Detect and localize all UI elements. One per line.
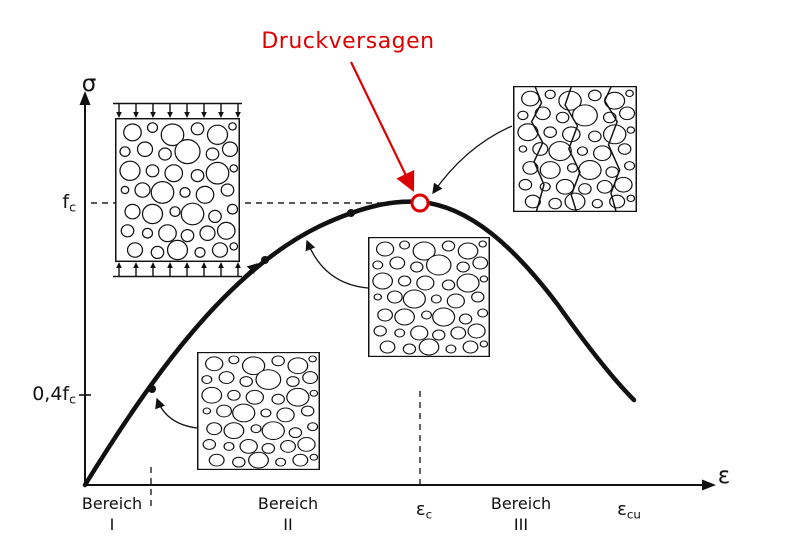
dashed-guides bbox=[91, 202, 421, 507]
region-1-name: Bereich bbox=[81, 494, 143, 513]
y-axis-label: σ bbox=[81, 71, 97, 97]
region-2-numeral: II bbox=[283, 514, 293, 534]
region-label-2: Bereich II bbox=[258, 494, 318, 536]
curve-dot-region1 bbox=[148, 385, 156, 393]
open-circle-failure-marker bbox=[410, 193, 430, 213]
y-axis-arrowhead-icon bbox=[79, 91, 91, 105]
fc-tick-label: fc bbox=[62, 190, 76, 216]
failure-arrow-icon bbox=[350, 61, 415, 192]
eps-c-tick-label: εc bbox=[416, 498, 432, 523]
eps-c-sub: c bbox=[425, 507, 433, 522]
x-axis-label: ε bbox=[717, 463, 731, 489]
connector-arrow-icon bbox=[155, 397, 198, 429]
region-1-numeral: I bbox=[109, 514, 115, 534]
specimen-inset-failure bbox=[513, 86, 637, 212]
axes bbox=[79, 91, 716, 491]
fc04-base: 0,4f bbox=[32, 383, 70, 405]
region-label-3: Bereich III bbox=[491, 494, 551, 536]
region-2-name: Bereich bbox=[257, 494, 319, 513]
region-3-numeral: III bbox=[513, 514, 529, 534]
crack-lines bbox=[530, 86, 621, 212]
fc04-sub: c bbox=[69, 391, 76, 407]
curve-state-markers bbox=[148, 209, 355, 393]
region-label-1: Bereich I bbox=[82, 494, 142, 536]
x-axis-arrowhead-icon bbox=[702, 479, 716, 491]
fc-base: f bbox=[62, 191, 70, 213]
eps-c-base: ε bbox=[415, 499, 426, 520]
eps-cu-base: ε bbox=[617, 499, 627, 520]
failure-annotation bbox=[350, 61, 430, 213]
failure-annotation-label: Druckversagen bbox=[261, 29, 435, 54]
curve-dot-region2 bbox=[261, 256, 269, 264]
eps-cu-sub: cu bbox=[626, 507, 641, 522]
eps-cu-tick-label: εcu bbox=[617, 498, 641, 523]
curve-dot-near-peak bbox=[347, 209, 355, 217]
compression-load-arrows-icon bbox=[115, 261, 242, 277]
compression-load-arrows-icon bbox=[115, 103, 242, 119]
specimen-inset-loaded bbox=[113, 102, 242, 278]
fc04-tick-label: 0,4fc bbox=[32, 382, 76, 408]
inset-connector-arrows bbox=[155, 125, 513, 429]
region-3-name: Bereich bbox=[490, 494, 552, 513]
connector-arrow-icon bbox=[241, 263, 258, 279]
connector-arrow-icon bbox=[305, 239, 369, 289]
fc-sub: c bbox=[69, 199, 76, 215]
specimen-inset-microcracks bbox=[368, 237, 490, 357]
connector-arrow-icon bbox=[432, 125, 513, 195]
specimen-inset-early bbox=[197, 352, 320, 470]
